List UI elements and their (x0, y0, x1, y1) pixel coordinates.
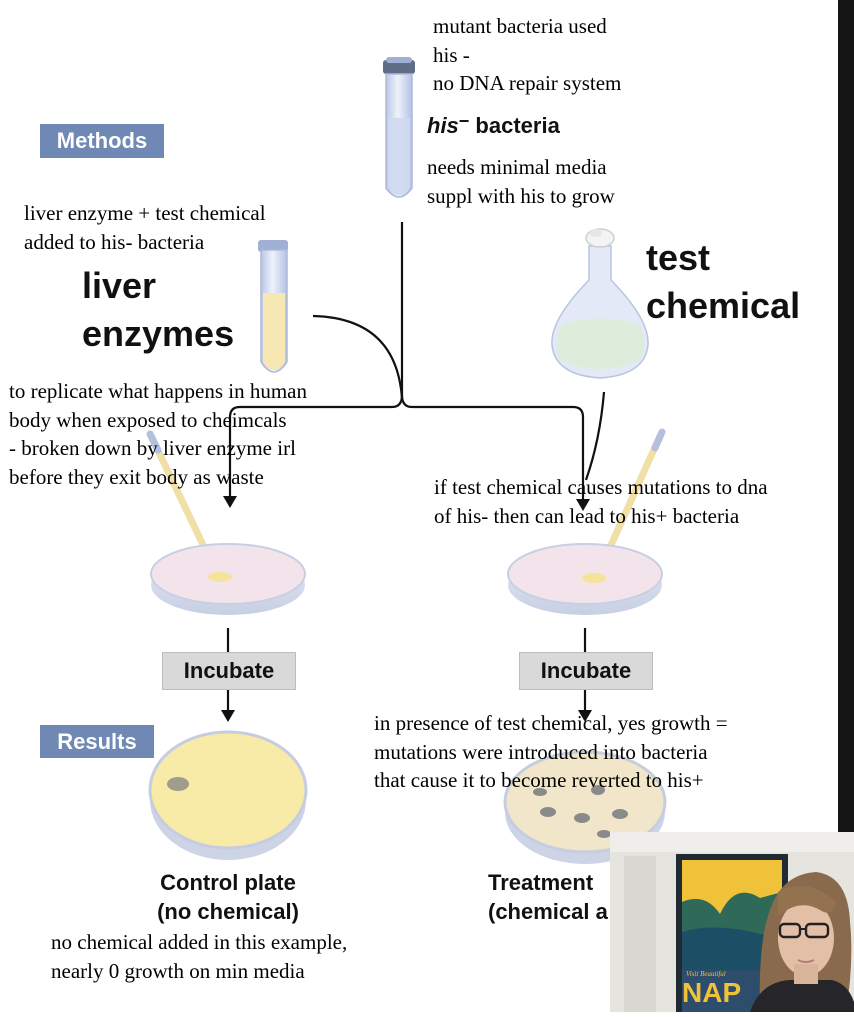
note-replicate: to replicate what happens in human body … (9, 379, 307, 489)
his-minus-bacteria-label: his− bacteria (427, 111, 560, 139)
liver-enzymes-tube (258, 240, 288, 373)
test-chemical-label: test chemical (646, 237, 801, 326)
presenter (750, 872, 854, 1012)
bacteria-tube (383, 57, 415, 198)
arrowheads (221, 496, 592, 722)
incubate-box-left: Incubate (162, 652, 296, 690)
webcam-overlay: Visit Beautiful NAP (610, 832, 854, 1012)
liver-enzymes-label: liver enzymes (82, 265, 235, 354)
control-plate-caption: Control plate (no chemical) (157, 870, 299, 924)
poster-small-text: Visit Beautiful (686, 970, 726, 978)
webcam-feed: Visit Beautiful NAP (610, 832, 854, 1012)
his-italic: his (427, 113, 459, 138)
connector-lines (226, 222, 606, 712)
note-mutant-bacteria: mutant bacteria used his - no DNA repair… (433, 14, 622, 95)
note-needs-media: needs minimal media suppl with his to gr… (427, 155, 615, 208)
treatment-plate-top (507, 428, 666, 615)
note-liver-added: liver enzyme + test chemical added to hi… (24, 201, 266, 254)
treatment-plate-caption: Treatment (chemical a (488, 870, 608, 924)
control-result-plate (148, 730, 308, 860)
his-superscript: − (458, 111, 470, 131)
note-no-chemical: no chemical added in this example, nearl… (51, 930, 348, 983)
slide-edge-bar (838, 0, 854, 832)
poster-text: NAP (682, 977, 741, 1008)
control-plate-top (146, 430, 306, 615)
bacteria-word: bacteria (469, 113, 560, 138)
incubate-box-right: Incubate (519, 652, 653, 690)
note-mutations: if test chemical causes mutations to dna… (434, 475, 768, 528)
test-chemical-flask (551, 228, 649, 379)
methods-label: Methods (40, 124, 164, 158)
results-label: Results (40, 725, 154, 758)
note-presence: in presence of test chemical, yes growth… (374, 711, 728, 792)
